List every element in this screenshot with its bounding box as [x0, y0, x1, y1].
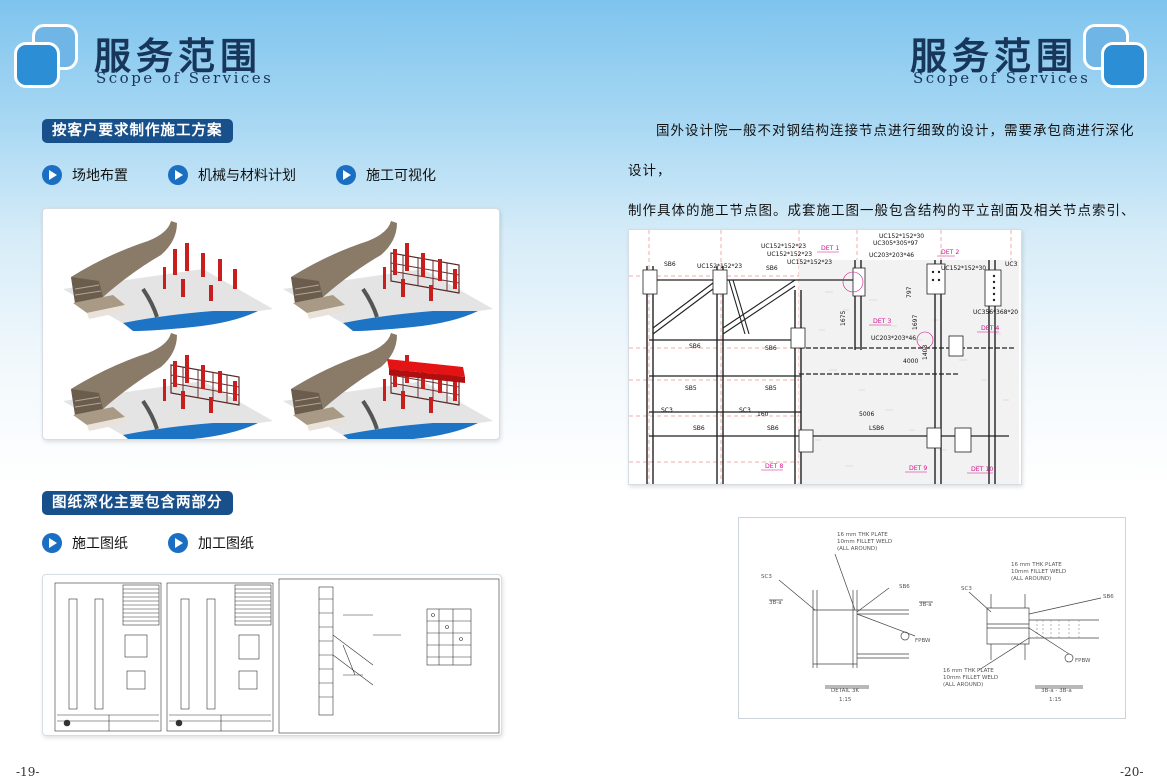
- label-797: 797: [906, 286, 913, 298]
- label-detail-3k: DETAIL 3K: [831, 688, 859, 694]
- bullet-item: 施工可视化: [336, 165, 436, 185]
- label-160: 160: [757, 411, 769, 418]
- label-1697: 1697: [912, 315, 919, 330]
- logo-squares-right: [1083, 24, 1149, 90]
- label-det10: DET 10: [971, 466, 993, 473]
- label-sb6-d1: SB6: [899, 584, 910, 590]
- label-fpbw1: FPBW: [915, 638, 931, 644]
- label-plate-b1: 16 mm THK PLATE: [1011, 562, 1062, 568]
- label-lsb6: LSB6: [869, 425, 884, 432]
- label-plate-c2: 10mm FILLET WELD: [943, 675, 998, 681]
- label-sc3-d1: SC3: [761, 574, 772, 580]
- label-uc3: UC152*152*23: [697, 263, 742, 270]
- label-sc3-b: SC3: [739, 407, 751, 414]
- label-1403: 1403: [922, 345, 929, 360]
- visualization-render: [61, 219, 495, 439]
- label-scale1: 1:15: [839, 697, 852, 703]
- label-plate-a3: (ALL AROUND): [837, 546, 877, 552]
- label-sb6-d2: SB6: [1103, 594, 1114, 600]
- label-uc6: UC305*305*97: [873, 240, 918, 247]
- play-arrow-icon: [168, 165, 188, 185]
- label-plate-c3: (ALL AROUND): [943, 682, 983, 688]
- label-det8: DET 8: [765, 463, 783, 470]
- label-sc3-d2: SC3: [961, 586, 972, 592]
- label-uc8: UC152*152*30: [941, 265, 986, 272]
- shop-drawings-render: [54, 578, 500, 734]
- page-subtitle-left: Scope of Services: [96, 69, 274, 87]
- label-scale2: 1:15: [1049, 697, 1062, 703]
- label-uc5: UC152*152*30: [879, 233, 924, 240]
- label-det1: DET 1: [821, 245, 839, 252]
- construction-visualization-image: [42, 208, 500, 440]
- label-sb6-top: SB6: [664, 261, 676, 268]
- label-sb6-b: SB6: [766, 265, 778, 272]
- label-det2: DET 2: [941, 249, 959, 256]
- label-plate-b2: 10mm FILLET WELD: [1011, 569, 1066, 575]
- services-description: 国外设计院一般不对钢结构连接节点进行细致的设计，需要承包商进行深化设计， 制作具…: [628, 123, 1136, 299]
- label-sb6-d: SB6: [765, 345, 777, 352]
- label-uc10: UC203*203*46: [871, 335, 916, 342]
- page-subtitle-right: Scope of Services: [913, 69, 1091, 87]
- label-level1: 3B-a: [769, 600, 782, 606]
- elevation-drawing-svg: UC152*152*23 UC152*152*23 UC152*152*23 U…: [629, 230, 1021, 484]
- steel-elevation-drawing: UC152*152*23 UC152*152*23 UC152*152*23 U…: [628, 229, 1022, 485]
- label-section-3ba: 3B-a - 3B-a: [1041, 688, 1072, 694]
- label-4000: 4000: [903, 358, 918, 365]
- page-title-left: 服务范围: [94, 35, 262, 78]
- label-1675: 1675: [840, 311, 847, 326]
- label-uc1: UC152*152*23: [761, 243, 806, 250]
- label-sb5-b: SB5: [765, 385, 777, 392]
- label-sb6-f: SB6: [767, 425, 779, 432]
- bullet-list-drawings: 施工图纸 加工图纸: [42, 533, 292, 553]
- page-title-right: 服务范围: [910, 35, 1078, 78]
- label-plate-a2: 10mm FILLET WELD: [837, 539, 892, 545]
- label-level2: 3B-a: [919, 602, 932, 608]
- logo-squares-left: [14, 24, 80, 90]
- label-uc2: UC152*152*23: [767, 251, 812, 258]
- page-number-right: -20-: [1120, 765, 1144, 779]
- label-det3: DET 3: [873, 318, 891, 325]
- label-5006: 5006: [859, 411, 874, 418]
- page-number-left: -19-: [16, 765, 40, 779]
- label-uc11: UC3: [1005, 261, 1018, 268]
- label-uc9: UC356*368*20: [973, 309, 1018, 316]
- detail-drawing-svg: 16 mm THK PLATE 10mm FILLET WELD (ALL AR…: [761, 532, 1114, 703]
- bullet-item: 施工图纸: [42, 533, 128, 553]
- label-sb6-c: SB6: [689, 343, 701, 350]
- play-arrow-icon: [42, 533, 62, 553]
- play-arrow-icon: [336, 165, 356, 185]
- label-plate-b3: (ALL AROUND): [1011, 576, 1051, 582]
- bullet-list-plan: 场地布置 机械与材料计划 施工可视化: [42, 165, 474, 185]
- shop-drawings-image: [42, 574, 502, 736]
- connection-detail-drawing: 16 mm THK PLATE 10mm FILLET WELD (ALL AR…: [738, 517, 1126, 719]
- label-plate-a1: 16 mm THK PLATE: [837, 532, 888, 538]
- label-uc7: UC203*203*46: [869, 252, 914, 259]
- label-det9: DET 9: [909, 465, 927, 472]
- section-heading-drawings: 图纸深化主要包含两部分: [42, 491, 233, 515]
- label-fpbw2: FPBW: [1075, 658, 1091, 664]
- label-sb5-a: SB5: [685, 385, 697, 392]
- play-arrow-icon: [42, 165, 62, 185]
- label-sc3-a: SC3: [661, 407, 673, 414]
- bullet-item: 加工图纸: [168, 533, 254, 553]
- play-arrow-icon: [168, 533, 188, 553]
- label-uc4: UC152*152*23: [787, 259, 832, 266]
- bullet-item: 场地布置: [42, 165, 128, 185]
- label-det4: DET 4: [981, 325, 999, 332]
- label-plate-c1: 16 mm THK PLATE: [943, 668, 994, 674]
- label-sb6-e: SB6: [693, 425, 705, 432]
- section-heading-plan: 按客户要求制作施工方案: [42, 119, 233, 143]
- bullet-item: 机械与材料计划: [168, 165, 296, 185]
